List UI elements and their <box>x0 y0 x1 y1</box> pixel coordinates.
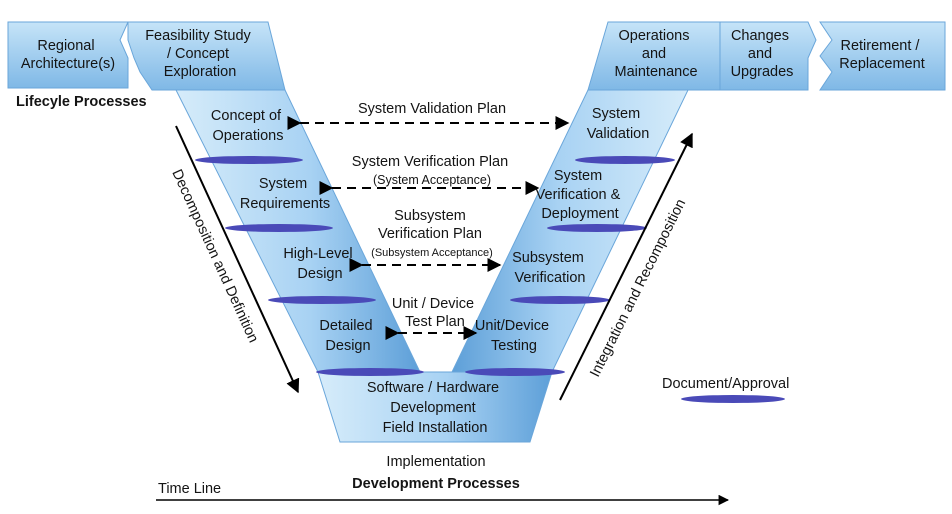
approval-disc <box>547 224 647 232</box>
implementation-label: Implementation <box>386 454 485 470</box>
left-leg-line: Operations <box>213 128 284 144</box>
right-leg-line: Deployment <box>541 206 618 222</box>
verification-plan-line: (System Acceptance) <box>373 173 491 187</box>
retirement-line: Retirement / <box>840 38 920 54</box>
high-level-design-label: High-Level Design <box>283 246 356 282</box>
lifecycle-processes-label: Lifecyle Processes <box>16 94 147 110</box>
approval-disc <box>225 224 333 232</box>
subsystem-plan-line: Verification Plan <box>378 226 482 242</box>
left-leg-line: Design <box>297 266 342 282</box>
concept-of-operations-label: Concept of Operations <box>211 108 285 144</box>
bottom-block-line: Development <box>390 400 475 416</box>
feasibility-study-box <box>127 21 286 91</box>
operations-label: Operations and Maintenance <box>614 28 697 80</box>
feasibility-line: / Concept <box>167 46 229 62</box>
left-leg-line: Design <box>325 338 370 354</box>
right-leg-line: System <box>592 106 640 122</box>
subsystem-plan-label: Subsystem Verification Plan (Subsystem A… <box>371 208 493 259</box>
approval-disc <box>195 156 303 164</box>
left-leg-line: System <box>259 176 307 192</box>
development-processes-label: Development Processes <box>352 476 520 492</box>
bottom-block-line: Software / Hardware <box>367 380 499 396</box>
system-verification-label: System Verification & Deployment <box>536 168 625 222</box>
left-leg-line: Requirements <box>240 196 330 212</box>
right-leg-line: Testing <box>491 338 537 354</box>
verification-plan-label: System Verification Plan (System Accepta… <box>352 154 512 187</box>
subsystem-plan-line: Subsystem <box>394 208 466 224</box>
development-block-label: Software / Hardware Development Field In… <box>367 380 503 436</box>
approval-disc <box>575 156 675 164</box>
regional-label: Regional Architecture(s) <box>21 38 115 72</box>
feasibility-line: Feasibility Study <box>145 28 251 44</box>
right-leg-line: Verification <box>515 270 586 286</box>
changes-label: Changes and Upgrades <box>731 28 794 80</box>
retirement-replacement-box <box>819 21 946 91</box>
approval-disc <box>510 296 610 304</box>
integration-arrow <box>559 132 693 401</box>
changes-line: Changes <box>731 28 789 44</box>
approval-disc <box>316 368 424 376</box>
subsystem-plan-line: (Subsystem Acceptance) <box>371 247 493 259</box>
right-leg-line: Subsystem <box>512 250 584 266</box>
approval-disc <box>465 368 565 376</box>
left-leg-line: High-Level <box>283 246 352 262</box>
legend-disc <box>681 395 785 403</box>
bottom-block-line: Field Installation <box>383 420 488 436</box>
unit-plan-label: Unit / Device Test Plan <box>392 296 478 330</box>
left-leg-line: Concept of <box>211 108 282 124</box>
verification-plan-line: System Verification Plan <box>352 154 508 170</box>
feasibility-label: Feasibility Study / Concept Exploration <box>145 28 255 80</box>
right-leg-line: Validation <box>587 126 650 142</box>
unit-plan-line: Unit / Device <box>392 296 474 312</box>
validation-plan-label: System Validation Plan <box>358 101 506 117</box>
decomposition-arrow <box>175 125 300 394</box>
feasibility-line: Exploration <box>164 64 237 80</box>
regional-line: Architecture(s) <box>21 56 115 72</box>
subsystem-verification-label: Subsystem Verification <box>512 250 588 286</box>
system-validation-label: System Validation <box>587 106 650 142</box>
approval-disc <box>268 296 376 304</box>
operations-line: Maintenance <box>614 64 697 80</box>
unit-device-testing-label: Unit/Device Testing <box>475 318 553 354</box>
right-leg-line: Unit/Device <box>475 318 549 334</box>
changes-line: Upgrades <box>731 64 794 80</box>
legend-label: Document/Approval <box>662 376 789 392</box>
detailed-design-label: Detailed Design <box>319 318 376 354</box>
operations-line: and <box>642 46 666 62</box>
right-leg-line: System <box>554 168 602 184</box>
left-leg-line: Detailed <box>319 318 372 334</box>
right-leg-line: Verification & <box>536 187 621 203</box>
retirement-line: Replacement <box>839 56 924 72</box>
timeline-label: Time Line <box>158 481 221 497</box>
regional-architecture-box <box>7 21 129 89</box>
retirement-label: Retirement / Replacement <box>839 38 924 72</box>
changes-upgrades-box <box>719 21 817 91</box>
approval-discs <box>195 156 675 376</box>
changes-line: and <box>748 46 772 62</box>
regional-line: Regional <box>37 38 94 54</box>
unit-plan-line: Test Plan <box>405 314 465 330</box>
operations-line: Operations <box>619 28 690 44</box>
system-requirements-label: System Requirements <box>240 176 330 212</box>
